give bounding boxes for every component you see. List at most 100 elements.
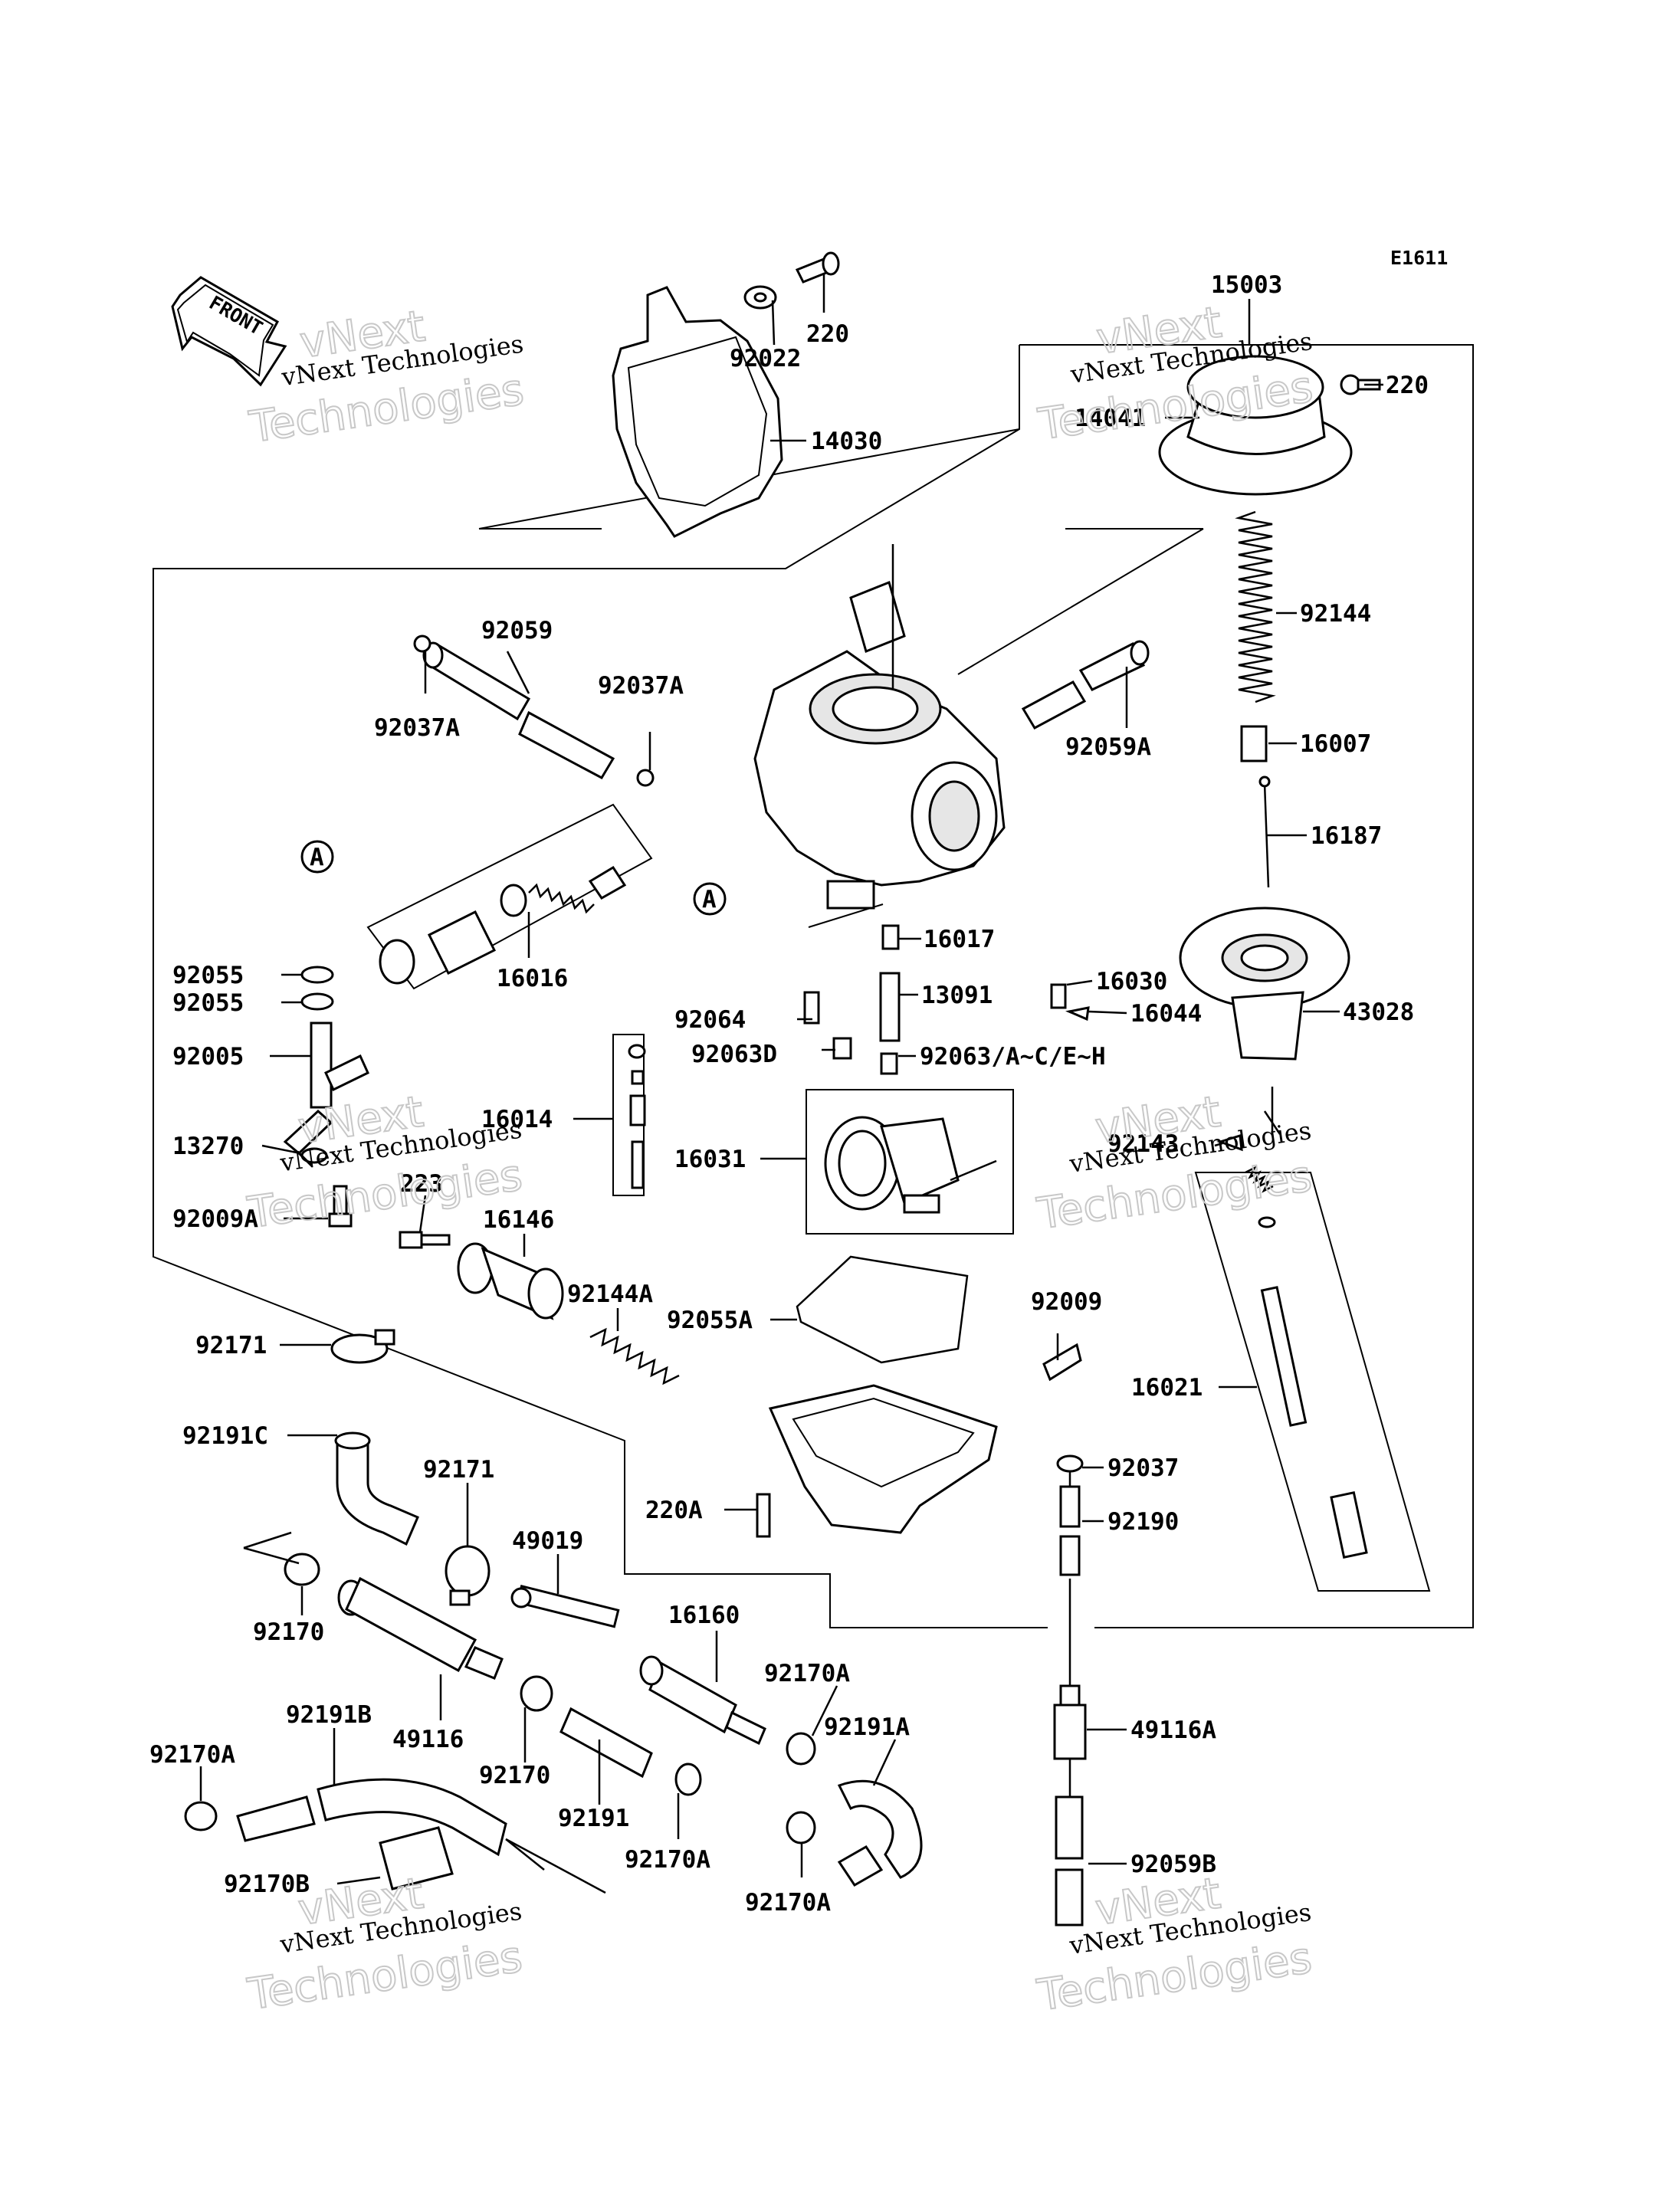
- callout-49019: 49019: [512, 1527, 583, 1555]
- callout-92037A-right: 92037A: [598, 672, 684, 700]
- callout-14030: 14030: [811, 428, 882, 455]
- callout-16044: 16044: [1130, 1000, 1202, 1028]
- callout-92059A: 92059A: [1065, 733, 1151, 761]
- hose-92191B: [236, 1778, 507, 1857]
- callout-92055-a: 92055: [172, 962, 244, 989]
- callout-92063-range: 92063/A~C/E~H: [920, 1043, 1106, 1071]
- callout-92170-mid: 92170: [479, 1762, 550, 1789]
- clamp-92170-mid: [520, 1675, 553, 1712]
- diagram-code: E1611: [1390, 247, 1448, 269]
- jet-needle-16187: [1258, 776, 1271, 888]
- spring-92144A: [589, 1327, 680, 1385]
- callout-92191B: 92191B: [286, 1701, 372, 1729]
- callout-15003: 15003: [1211, 271, 1282, 299]
- fitting-92005: [283, 1021, 369, 1156]
- callout-92055-b: 92055: [172, 989, 244, 1017]
- clamp-92170-left: [284, 1553, 320, 1586]
- callout-16021: 16021: [1131, 1374, 1203, 1402]
- screw-220A: [756, 1493, 771, 1538]
- callout-92009: 92009: [1031, 1288, 1102, 1316]
- callout-14041: 14041: [1075, 405, 1146, 432]
- clip-92037A-left: [413, 635, 431, 653]
- spring-92144: [1235, 510, 1276, 703]
- callout-49116: 49116: [392, 1726, 464, 1753]
- clamp-92171-mid: [445, 1545, 491, 1606]
- marker-a-left: A: [300, 840, 334, 874]
- callout-92144A: 92144A: [567, 1280, 653, 1308]
- callout-92063D: 92063D: [691, 1041, 777, 1068]
- clip-92037: [1056, 1454, 1084, 1473]
- drain-screw-92009: [1042, 1343, 1082, 1382]
- jet-92063D: [832, 1037, 852, 1060]
- clip-16044: [1065, 1006, 1090, 1021]
- callout-49116A: 49116A: [1130, 1717, 1216, 1744]
- hose-92191C: [334, 1431, 419, 1546]
- hose-92059A: [1021, 640, 1150, 730]
- callout-92055A: 92055A: [667, 1307, 753, 1334]
- callout-16030: 16030: [1096, 968, 1167, 995]
- callout-16031: 16031: [674, 1146, 746, 1173]
- callout-16014: 16014: [481, 1106, 553, 1133]
- callout-16016: 16016: [497, 965, 568, 992]
- carburetor-body: [753, 544, 1006, 910]
- callout-92064: 92064: [674, 1006, 746, 1034]
- clamp-92171-top: [330, 1329, 395, 1364]
- valve-49116A: [1053, 1684, 1087, 1760]
- callout-16146: 16146: [483, 1206, 554, 1234]
- hose-92059B: [1055, 1795, 1084, 1926]
- o-rings-92055: [300, 966, 334, 1011]
- callout-92143: 92143: [1107, 1130, 1179, 1158]
- callout-92170A-mid-top: 92170A: [764, 1660, 850, 1687]
- watermark-mid-right: vNext vNext Technologies Technologies: [1033, 1086, 1315, 1240]
- clamp-92170A-right-bottom: [786, 1811, 816, 1844]
- filter-49116: [337, 1576, 504, 1680]
- air-screw-16021: [1245, 1166, 1368, 1559]
- jet-92064: [803, 991, 820, 1025]
- callout-43028: 43028: [1343, 998, 1414, 1026]
- gasket-92055A: [796, 1255, 969, 1364]
- leader-lines: [199, 274, 1383, 1894]
- top-cap-14041: [1158, 355, 1353, 496]
- callout-92009A: 92009A: [172, 1205, 258, 1233]
- float-bowl: [768, 1384, 998, 1534]
- callout-223: 223: [400, 1170, 443, 1198]
- clamp-92170A-mid: [674, 1763, 702, 1796]
- washer-92022: [743, 285, 777, 310]
- watermark-top-left: vNext vNext Technologies Technologies: [245, 300, 527, 453]
- starter-plunger-16016: [379, 865, 627, 985]
- clip-92037A-right: [636, 769, 655, 787]
- jet-holder-13091: [879, 924, 901, 1042]
- callout-92005: 92005: [172, 1043, 244, 1071]
- callout-220-top: 220: [806, 320, 849, 348]
- jets-16014: [628, 1044, 646, 1189]
- svg-text:A: A: [702, 886, 717, 913]
- hose-92191: [559, 1707, 653, 1779]
- callout-92171-top: 92171: [195, 1332, 267, 1359]
- jet-92063: [880, 1052, 898, 1075]
- clamp-92170A-right-top: [786, 1732, 816, 1766]
- callout-92059B: 92059B: [1130, 1851, 1216, 1878]
- callout-92144: 92144: [1300, 600, 1371, 628]
- callout-92170-left: 92170: [253, 1618, 324, 1646]
- screw-223: [399, 1231, 451, 1249]
- pilot-16030: [1050, 983, 1067, 1009]
- marker-a-center: A: [693, 882, 727, 916]
- bracket-92170B: [379, 1826, 454, 1890]
- callout-16017: 16017: [924, 926, 995, 953]
- screw-220-top: [795, 251, 840, 284]
- pin-49019: [510, 1585, 620, 1628]
- callout-16187: 16187: [1311, 822, 1382, 850]
- clamp-92170A-left: [184, 1801, 218, 1831]
- float-16146: [457, 1242, 564, 1320]
- diaphragm-43028: [1179, 907, 1350, 1061]
- front-arrow-icon: FRONT: [171, 276, 287, 387]
- watermark-bottom-right: vNext vNext Technologies Technologies: [1033, 1867, 1315, 2022]
- hose-92190: [1059, 1485, 1081, 1576]
- callout-92170B: 92170B: [224, 1871, 310, 1898]
- part-labels: 15003 220 92022 220 14030 14041 92144 92…: [149, 271, 1429, 1917]
- callout-92170A-bottom-mid: 92170A: [625, 1846, 710, 1874]
- callout-220-right: 220: [1386, 372, 1429, 399]
- callout-13270: 13270: [172, 1133, 244, 1160]
- holder-16007: [1240, 725, 1268, 762]
